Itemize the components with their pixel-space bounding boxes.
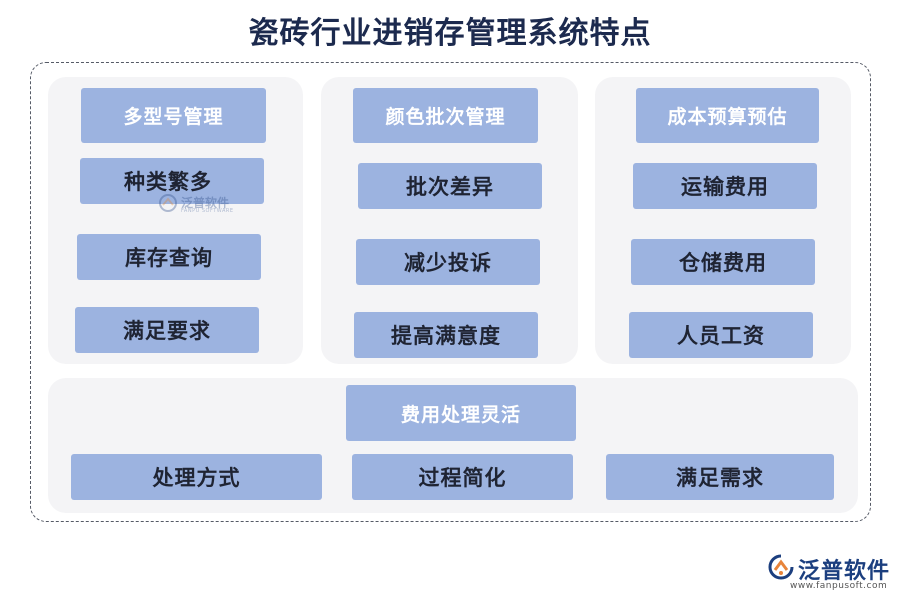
item-processing-method: 处理方式 — [71, 454, 322, 500]
item-meet-demand: 满足需求 — [606, 454, 834, 500]
item-batch-difference: 批次差异 — [358, 163, 542, 209]
item-improve-satisfaction: 提高满意度 — [354, 312, 538, 358]
item-staff-wages: 人员工资 — [629, 312, 813, 358]
watermark-name: 泛普软件 — [181, 195, 230, 210]
features-container — [30, 62, 871, 522]
brand-name: 泛普软件 — [798, 559, 891, 584]
heading-cost-budget: 成本预算预估 — [636, 88, 819, 143]
heading-multi-model: 多型号管理 — [81, 88, 266, 143]
watermark-logo-icon — [158, 193, 178, 217]
item-simplified-process: 过程简化 — [352, 454, 573, 500]
item-meet-requirements: 满足要求 — [75, 307, 259, 353]
heading-flexible-expenses: 费用处理灵活 — [346, 385, 576, 441]
brand-logo: 泛普软件 — [768, 553, 890, 585]
page-title: 瓷砖行业进销存管理系统特点 — [248, 16, 652, 51]
brand-logo-icon — [768, 554, 794, 584]
item-transport-cost: 运输费用 — [633, 163, 817, 209]
watermark: 泛普软件 FANPU SOFTWARE — [158, 193, 234, 217]
item-reduce-complaints: 减少投诉 — [356, 239, 540, 285]
watermark-subtitle: FANPU SOFTWARE — [181, 207, 234, 214]
heading-color-batch: 颜色批次管理 — [353, 88, 538, 143]
item-storage-cost: 仓储费用 — [631, 239, 815, 285]
brand-url: www.fanpusoft.com — [790, 581, 888, 591]
item-variety: 种类繁多 — [80, 158, 264, 204]
item-inventory-query: 库存查询 — [77, 234, 261, 280]
